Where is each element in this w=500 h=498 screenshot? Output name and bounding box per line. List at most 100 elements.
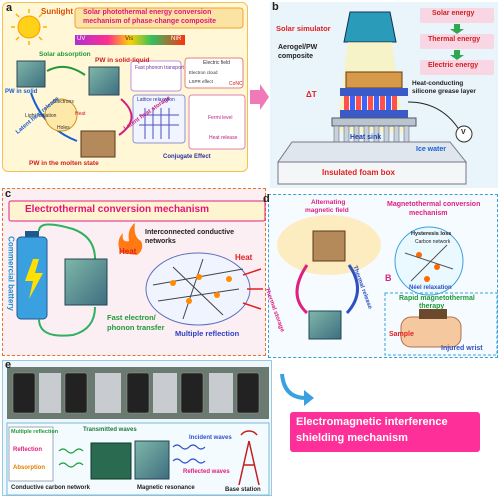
sunlight-label: Sunlight [41,7,73,16]
fermi-box [188,94,246,150]
thermoelectric-top [340,88,408,96]
hysteresis-label: Hysteresis loss [411,231,452,237]
network-block [90,442,132,480]
panel-d-graphic [277,215,498,356]
title-box [74,7,244,29]
networks-label: Interconnected conductive [145,229,235,236]
neel-label: Néel relaxation [409,285,452,291]
emi-title-1: Electromagnetic interference [296,416,448,428]
thermoelectric-bottom [340,110,408,118]
spectrum-bar [75,35,185,45]
thermal-energy-label: Thermal energy [428,36,481,43]
heat-a-label: Heat [75,111,86,117]
panel-c-title: Electrothermal conversion mechanism [25,204,209,215]
magneto-title-1: Magnetothermal conversion [387,201,481,208]
therapy-box [384,292,498,356]
base-station-label: Base station [225,487,261,493]
electric-energy-label: Electric energy [428,62,479,69]
thermal-energy-box [420,34,494,49]
rapid-label-2: therapy [419,303,445,310]
heat-release-label: Heat release [209,135,238,141]
legend-reflection: Reflection [13,447,43,453]
voltmeter-icon [455,125,473,143]
panel-e-graphic [6,367,270,496]
conc-label: CoNC [229,81,243,87]
alt-field-label-1: Alternating [311,199,346,206]
vis-label: Vis [125,36,134,42]
magnetic-resonance-label: Magnetic resonance [137,485,195,491]
ice-water-label: Ice water [416,146,446,153]
electric-energy-box [420,60,494,75]
panel-e: e Multiple reflection Reflection Absorpt… [2,359,272,496]
arrow-absorption [46,65,86,76]
emi-title-2: shielding mechanism [296,432,408,444]
panel-b: b Solar simulator Aerogel/PW composite Δ… [270,1,498,188]
panel-c-title-box [8,200,266,222]
solar-energy-label: Solar energy [432,10,475,17]
cube-solid [16,60,46,88]
incident-label: Incident waves [189,435,232,441]
pw-molten-label: PW in the molten state [29,160,99,167]
sample-block [419,309,447,319]
panel-e-label: e [5,359,12,371]
lamp-icon [343,11,397,43]
magneto-title-2: mechanism [409,210,448,217]
cube-c [64,258,108,306]
legend-multiple-reflection: Multiple reflection [11,429,59,435]
solar-energy-box [420,8,494,23]
nir-label: NIR [171,36,182,42]
heat-conducting-label: Heat-conducting [412,80,464,87]
arrow-storage [118,98,133,136]
conductive-network-label: Conductive carbon network [11,485,91,491]
panel-c: c Electrothermal conversion mechanism Co… [2,188,266,356]
panel-b-graphic [277,8,494,185]
voltmeter-label: V [461,129,466,136]
foam-box-body [277,161,467,185]
light-radiation-label: Light radiation [25,113,57,119]
electron-cloud-label: Electron cloud [189,70,218,75]
cube-d-bottom [308,310,342,340]
foam-box-label: Insulated foam box [322,168,395,177]
arrow-to-emi [280,373,314,406]
rapid-label-1: Rapid magnetothermal [399,295,475,302]
electrons-label: Electrons [53,99,74,105]
arrow-storage-d [295,264,309,315]
transmitted-label: Transmitted waves [83,427,137,433]
arrow-a-to-b [250,84,269,110]
panel-a: a Sunlight Solar photothermal energy con… [2,2,248,172]
carbon-network-label: Carbon network [415,239,451,245]
legend-box [8,426,54,482]
heat-right-label: Heat [235,253,253,262]
silicone-label: silicone grease layer [412,88,476,95]
alt-field-label-2: magnetic field [305,207,349,214]
lspr-label: LSPR effect [189,79,213,84]
panel-a-title-1: Solar photothermal energy conversion [83,9,212,16]
phonon-transfer-label: phonon transfer [107,323,165,332]
panel-c-label: c [5,188,12,200]
lattice-box [132,94,186,144]
panel-a-label: a [6,2,13,14]
electric-field-label: Electric field [203,60,230,66]
phonon-box [130,60,182,92]
holes-label: Holes [57,125,70,131]
light-radiation-circle [44,98,78,132]
emi-title-box: Electromagnetic interference shielding m… [290,412,480,452]
panel-c-graphic [8,200,266,337]
fast-phonon-label: Fast phonon transport [135,65,184,71]
arrow-release-d [345,264,359,315]
network-bubble [145,252,251,326]
pw-solid-liquid-label: PW in solid-liquid [95,57,150,64]
cube-molten [80,130,116,158]
flame-icon [118,223,143,255]
commercial-battery-label: Commercial battery [6,236,16,311]
panel-a-graphic [11,7,246,158]
panel-d-label: d [263,193,270,205]
panel-a-title-2: mechanism of phase-change composite [83,18,217,25]
pw-in-solid-label: PW in solid [5,89,38,95]
fast-transfer-label: Fast electron/ [107,313,156,322]
panel-d: d Alternating magnetic field Magnetother… [263,193,498,358]
wrist-label: Injured wrist [441,345,483,352]
heat-sink-base [331,117,417,127]
sample-label: Sample [389,331,414,338]
heat-sink-label: Heat sink [350,134,382,141]
